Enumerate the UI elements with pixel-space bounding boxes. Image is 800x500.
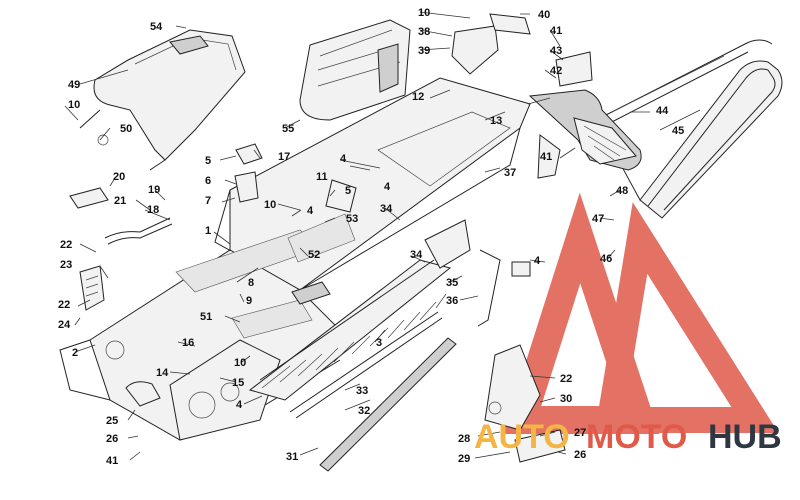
running-board-truss <box>248 259 452 401</box>
callout-54: 54 <box>150 21 163 33</box>
callout-6: 6 <box>205 175 211 187</box>
callout-3: 3 <box>376 337 382 349</box>
callout-8: 8 <box>248 277 254 289</box>
callout-1: 1 <box>205 225 211 237</box>
callout-53: 53 <box>346 213 358 225</box>
callout-4: 4 <box>384 181 391 193</box>
callout-20: 20 <box>113 171 125 183</box>
callout-12: 12 <box>412 91 424 103</box>
callout-2: 2 <box>72 347 78 359</box>
callout-32: 32 <box>358 405 370 417</box>
brand-word-hub: HUB <box>708 418 782 456</box>
callout-18: 18 <box>147 204 159 216</box>
callout-10: 10 <box>68 99 80 111</box>
callout-22: 22 <box>560 373 572 385</box>
callout-14: 14 <box>156 367 169 379</box>
callout-10: 10 <box>418 7 430 19</box>
callout-39: 39 <box>418 45 430 57</box>
taillight-assembly <box>528 51 642 179</box>
callout-22: 22 <box>60 239 72 251</box>
callout-30: 30 <box>560 393 572 405</box>
callout-34: 34 <box>410 249 423 261</box>
callout-38: 38 <box>418 26 430 38</box>
callout-22: 22 <box>58 299 70 311</box>
small-parts <box>69 143 566 463</box>
callout-41: 41 <box>550 25 562 37</box>
callout-16: 16 <box>182 337 194 349</box>
callout-37: 37 <box>504 167 516 179</box>
callout-34: 34 <box>380 203 393 215</box>
callout-9: 9 <box>246 295 252 307</box>
callout-15: 15 <box>232 377 244 389</box>
callout-42: 42 <box>550 65 562 77</box>
callout-10: 10 <box>234 357 246 369</box>
callout-7: 7 <box>205 195 211 207</box>
callout-17: 17 <box>278 151 290 163</box>
callout-19: 19 <box>148 184 160 196</box>
callout-31: 31 <box>286 451 298 463</box>
callout-26: 26 <box>574 449 586 461</box>
callout-40: 40 <box>538 9 550 21</box>
callout-35: 35 <box>446 277 458 289</box>
callout-5: 5 <box>345 185 351 197</box>
callout-4: 4 <box>340 153 347 165</box>
callout-52: 52 <box>308 249 320 261</box>
callout-13: 13 <box>490 115 502 127</box>
callout-28: 28 <box>458 433 470 445</box>
brand-logo-mark <box>502 192 779 434</box>
seat-assembly <box>79 29 246 171</box>
callout-26: 26 <box>106 433 118 445</box>
callout-51: 51 <box>200 311 212 323</box>
callout-29: 29 <box>458 453 470 465</box>
leader-lines <box>64 11 701 461</box>
callout-47: 47 <box>592 213 604 225</box>
callout-50: 50 <box>120 123 132 135</box>
callout-23: 23 <box>60 259 72 271</box>
callout-41: 41 <box>106 455 118 467</box>
callout-4: 4 <box>236 399 243 411</box>
callout-46: 46 <box>600 253 612 265</box>
callout-11: 11 <box>316 171 328 183</box>
callout-21: 21 <box>114 195 126 207</box>
callout-27: 27 <box>574 427 586 439</box>
callout-48: 48 <box>616 185 628 197</box>
brand-wordmark: AUTO MOTO HUB <box>474 418 782 456</box>
callout-5: 5 <box>205 155 211 167</box>
callout-41: 41 <box>540 151 552 163</box>
callout-43: 43 <box>550 45 562 57</box>
callout-labels: 54 10 40 38 41 39 43 49 42 10 12 50 13 4… <box>58 7 684 467</box>
callout-45: 45 <box>672 125 684 137</box>
callout-44: 44 <box>656 105 669 117</box>
hitch-bracket <box>451 13 531 75</box>
callout-4: 4 <box>534 255 541 267</box>
callout-55: 55 <box>282 123 294 135</box>
callout-10: 10 <box>264 199 276 211</box>
rear-bumper-bar <box>589 39 783 219</box>
callout-36: 36 <box>446 295 458 307</box>
brand-word-auto: AUTO <box>474 418 570 456</box>
callout-25: 25 <box>106 415 118 427</box>
rear-storage-bag <box>299 19 411 121</box>
tunnel-tubes <box>289 311 457 472</box>
callout-49: 49 <box>68 79 80 91</box>
brand-word-moto: MOTO <box>586 418 687 456</box>
callout-33: 33 <box>356 385 368 397</box>
callout-4: 4 <box>307 205 314 217</box>
callout-24: 24 <box>58 319 71 331</box>
